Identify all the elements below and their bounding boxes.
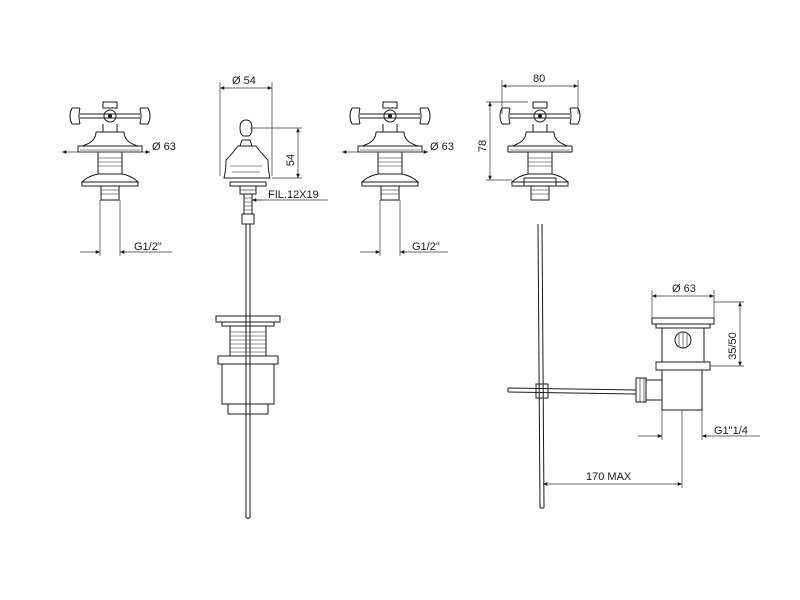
- knob-height-label: 54: [285, 154, 297, 166]
- knob-thread-label: FIL.12X19: [268, 189, 319, 201]
- tap-right-width-label: 80: [533, 73, 545, 85]
- rod-length-label: 170 MAX: [586, 471, 632, 483]
- tap-left-thread-label: G1/2": [134, 241, 162, 253]
- popup-knob: Ø 54 54 FIL.12X19: [215, 75, 328, 519]
- tap-middle-thread-label: G1/2": [412, 241, 440, 253]
- waste-diameter-label: Ø 63: [672, 283, 696, 295]
- tap-middle-diameter-label: Ø 63: [430, 141, 454, 153]
- knob-diameter-label: Ø 54: [232, 75, 256, 87]
- waste-assembly: Ø 63 35/50 G1"1/4 170 MAX: [507, 283, 760, 488]
- waste-height-label: 35/50: [727, 332, 739, 360]
- waste-thread-label: G1"1/4: [714, 425, 748, 437]
- tap-middle: Ø 63 G1/2": [342, 101, 454, 256]
- tap-left-diameter-label: Ø 63: [152, 141, 176, 153]
- tap-left: Ø 63 G1/2": [61, 101, 176, 256]
- tap-right: 80 78: [477, 73, 581, 509]
- tap-right-height-label: 78: [477, 140, 489, 152]
